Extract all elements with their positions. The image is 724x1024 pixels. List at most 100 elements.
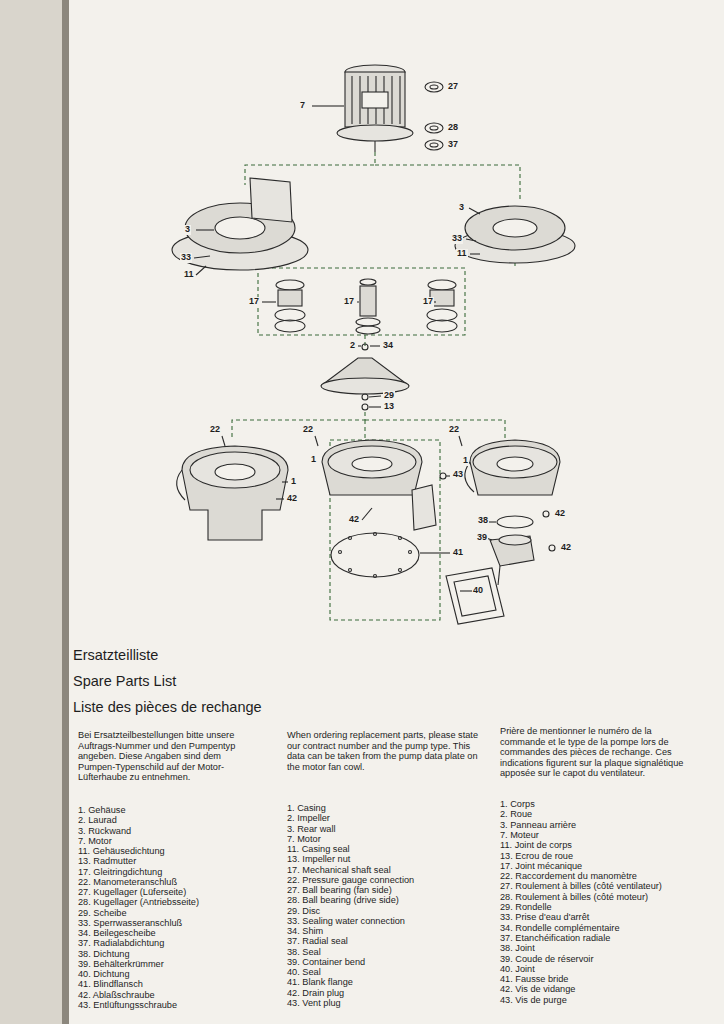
parts-list-item: 13. Ecrou de roue <box>500 851 573 861</box>
callout-number: 28 <box>447 123 459 133</box>
casing-drawing <box>446 436 560 624</box>
parts-list-item: 11. Gehäusedichtung <box>78 846 165 856</box>
parts-list-item: 37. Radialabdichtung <box>78 938 164 948</box>
parts-list-item: 1. Casing <box>287 803 326 813</box>
callout-number: 27 <box>447 82 459 92</box>
parts-list-item: 43. Vis de purge <box>500 995 567 1005</box>
parts-list-item: 40. Joint <box>500 964 535 974</box>
callout-number: 11 <box>183 270 195 280</box>
parts-list-item: 42. Drain plug <box>287 988 344 998</box>
parts-list-item: 11. Joint de corps <box>500 840 572 850</box>
parts-list-item: 28. Roulement à billes (côté moteur) <box>500 892 648 902</box>
list-heading: Spare Parts List <box>73 674 176 690</box>
parts-list-item: 3. Rear wall <box>287 824 336 834</box>
callout-number: 42 <box>554 509 566 519</box>
parts-list-item: 34. Beilegescheibe <box>78 928 156 938</box>
parts-list-item: 27. Roulement à billes (côté ventilateur… <box>500 881 662 891</box>
parts-list-item: 34. Shim <box>287 926 323 936</box>
parts-list-item: 22. Pressure gauge connection <box>287 875 414 885</box>
callout-number: 3 <box>458 203 465 213</box>
parts-list-item: 22. Manometeranschluß <box>78 877 177 887</box>
parts-list-item: 28. Ball bearing (drive side) <box>287 895 399 905</box>
callout-number: 40 <box>472 586 484 596</box>
callout-number: 2 <box>349 341 356 351</box>
callout-number: 42 <box>286 494 298 504</box>
parts-list-item: 40. Dichtung <box>78 969 130 979</box>
shaft-seal-drawing <box>262 279 457 334</box>
parts-list-item: 17. Gleitringdichtung <box>78 867 162 877</box>
ordering-note: Prière de mentionner le numéro de la com… <box>500 726 695 779</box>
callout-number: 11 <box>456 249 468 259</box>
callout-number: 17 <box>422 297 434 307</box>
motor-drawing <box>312 65 443 152</box>
callout-number: 37 <box>447 140 459 150</box>
callout-number: 34 <box>382 341 394 351</box>
parts-list-item: 39. Container bend <box>287 957 365 967</box>
parts-list-item: 33. Sealing water connection <box>287 916 405 926</box>
callout-number: 13 <box>383 402 395 412</box>
parts-list-item: 41. Blindflansch <box>78 979 143 989</box>
parts-list-item: 38. Seal <box>287 947 321 957</box>
parts-list-item: 42. Vis de vidange <box>500 984 575 994</box>
parts-list-item: 28. Kugellager (Antriebsseite) <box>78 897 199 907</box>
rear-wall-drawing <box>455 206 575 263</box>
parts-list-item: 7. Motor <box>287 834 321 844</box>
parts-list-item: 2. Laurad <box>78 815 117 825</box>
parts-list-item: 3. Rückwand <box>78 826 131 836</box>
callout-number: 17 <box>343 297 355 307</box>
parts-list-item: 37. Radial seal <box>287 936 348 946</box>
ordering-note: Bei Ersatzteilbestellungen bitte unsere … <box>78 730 258 783</box>
parts-list-item: 42. Ablaßschraube <box>78 990 155 1000</box>
parts-list-item: 22. Raccordement du manomètre <box>500 871 637 881</box>
list-heading: Ersatzteilliste <box>73 648 158 664</box>
parts-list-item: 17. Joint mécanique <box>500 861 582 871</box>
callout-number: 22 <box>448 425 460 435</box>
parts-list-item: 38. Joint <box>500 943 535 953</box>
callout-number: 7 <box>299 101 306 111</box>
callout-number: 39 <box>476 533 488 543</box>
callout-number: 42 <box>560 543 572 553</box>
parts-list-item: 29. Scheibe <box>78 908 127 918</box>
callout-number: 29 <box>383 391 395 401</box>
parts-list-item: 43. Vent plug <box>287 998 341 1008</box>
parts-list-item: 40. Seal <box>287 967 321 977</box>
casing-drawing <box>315 436 450 578</box>
parts-list-item: 27. Ball bearing (fan side) <box>287 885 392 895</box>
callout-number: 22 <box>302 425 314 435</box>
list-heading: Liste des pièces de rechange <box>73 700 262 716</box>
parts-list-item: 29. Rondelle <box>500 902 552 912</box>
parts-list-item: 17. Mechanical shaft seal <box>287 865 391 875</box>
parts-list-item: 41. Fausse bride <box>500 974 568 984</box>
rear-wall-drawing <box>172 178 308 275</box>
callout-number: 1 <box>310 455 317 465</box>
parts-list-item: 13. Impeller nut <box>287 854 350 864</box>
parts-list-item: 7. Motor <box>78 836 112 846</box>
parts-list-item: 27. Kugellager (Lüferseite) <box>78 887 186 897</box>
binding-edge <box>62 0 69 1024</box>
callout-number: 42 <box>348 515 360 525</box>
callout-number: 33 <box>451 234 463 244</box>
parts-list-item: 33. Prise d'eau d'arrêt <box>500 912 589 922</box>
parts-list-item: 11. Casing seal <box>287 844 350 854</box>
parts-list-item: 39. Behälterkrümmer <box>78 959 164 969</box>
impeller-drawing <box>321 344 409 410</box>
callout-number: 1 <box>290 477 297 487</box>
parts-list-item: 13. Radmutter <box>78 856 136 866</box>
parts-list-item: 41. Blank flange <box>287 977 353 987</box>
parts-list-item: 33. Sperrwasseranschluß <box>78 918 182 928</box>
parts-list-item: 2. Impeller <box>287 813 330 823</box>
callout-number: 22 <box>209 425 221 435</box>
casing-drawing <box>177 436 288 540</box>
page-margin <box>0 0 64 1024</box>
parts-list-item: 2. Roue <box>500 809 532 819</box>
callout-number: 1 <box>462 456 469 466</box>
callout-number: 41 <box>452 548 464 558</box>
parts-list-item: 38. Dichtung <box>78 949 130 959</box>
callout-number: 17 <box>248 297 260 307</box>
callout-number: 33 <box>180 253 192 263</box>
parts-list-item: 34. Rondelle complémentaire <box>500 923 620 933</box>
callout-number: 43 <box>452 470 464 480</box>
parts-list-item: 29. Disc <box>287 906 320 916</box>
parts-list-item: 37. Etanchéification radiale <box>500 933 610 943</box>
parts-list-item: 3. Panneau arrière <box>500 820 576 830</box>
